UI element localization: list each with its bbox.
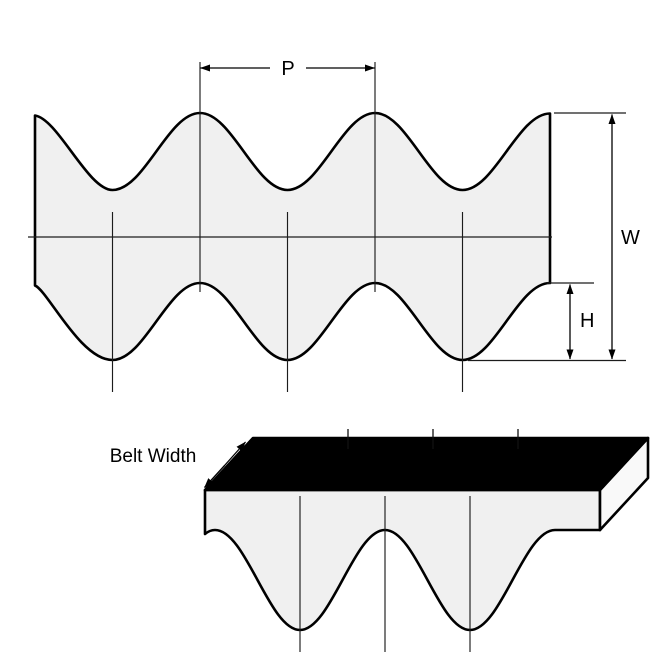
h-label: H [580, 310, 594, 332]
dimension-height: H [547, 282, 594, 360]
dimension-pitch: P [200, 58, 375, 80]
belt-front-face [203, 488, 602, 632]
belt-width-arrow-upper [224, 441, 246, 466]
dimension-width: W [468, 112, 640, 362]
belt-width-arrow-lower [204, 464, 226, 488]
p-label: P [281, 58, 294, 80]
cross-section-view: P W H [28, 58, 640, 392]
belt-3d-view: Belt Width [110, 429, 650, 652]
belt-width-label: Belt Width [110, 446, 197, 467]
belt-width-callout: Belt Width [110, 441, 246, 488]
belt-top-face [203, 436, 650, 492]
w-label: W [621, 227, 640, 249]
